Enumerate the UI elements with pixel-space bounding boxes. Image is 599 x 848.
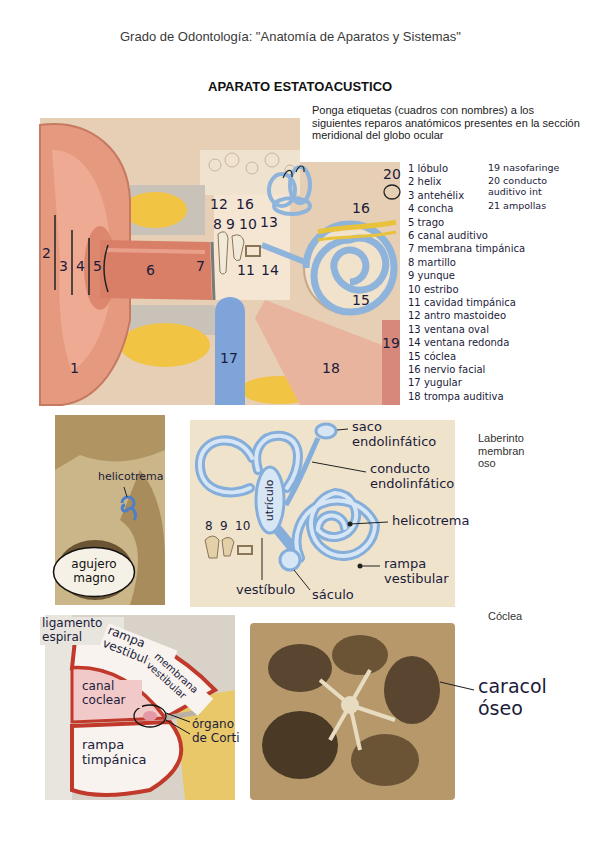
answer-item: 3 antehélix [408,190,464,202]
callout-number: 8 [205,520,213,534]
bony-cochlea-photo [250,623,474,800]
answer-item: 17 yugular [408,377,462,389]
callout-number: 10 [235,520,250,534]
structure-label: utrículo [264,479,277,521]
callout-number: 8 [213,216,222,232]
answer-item: 21 ampollas [488,201,583,212]
answer-item: 4 concha [408,203,453,215]
answer-item: 8 martillo [408,257,456,269]
answer-item: 16 nervio facial [408,364,485,376]
answer-item: 15 cóclea [408,351,456,363]
callout-number: 2 [42,245,51,261]
answer-item: 20 conducto auditivo int [488,176,570,198]
structure-label: caracol óseo [478,676,560,720]
answer-item: 10 estribo [408,284,459,296]
ear-section [40,118,400,405]
callout-number: 3 [59,258,68,274]
callout-number: 4 [76,258,85,274]
answer-item: 7 membrana timpánica [408,243,525,255]
callout-number: 9 [220,520,228,534]
structure-label: rampa timpánica [80,738,159,768]
structure-label: helicotrema [392,514,469,529]
structure-label: rampa vestibular [384,557,464,587]
callout-number: 7 [196,258,205,274]
structure-label: vestíbulo [236,583,295,598]
callout-number: 15 [352,292,370,308]
structure-label: sáculo [312,588,354,603]
callout-number: 10 [239,216,257,232]
callout-number: 18 [322,360,340,376]
answer-item: 14 ventana redonda [408,337,509,349]
answer-item: 2 helix [408,176,442,188]
section-label: Cóclea [488,610,522,623]
answer-item: 11 cavidad timpánica [408,297,516,309]
callout-number: 12 [210,196,228,212]
callout-number: 5 [93,258,102,274]
circled-label: agujero magno [52,546,136,598]
answer-item: 9 yunque [408,270,455,282]
callout-number: 19 [382,335,400,351]
answer-item: 18 trompa auditiva [408,391,504,403]
structure-label: conducto endolinfático [370,462,472,492]
structure-label: helicotrema [98,471,163,484]
instruction-text: Ponga etiquetas (cuadros con nombres) a … [312,104,584,142]
structure-label: saco endolinfático [352,420,458,450]
answer-item: 19 nasofaringe [488,163,583,174]
callout-number: 20 [383,166,401,182]
answer-item: 5 trago [408,217,444,229]
answer-item: 12 antro mastoideo [408,310,506,322]
section-label: Laberinto membran oso [478,432,540,470]
page-title: APARATO ESTATOACUSTICO [208,80,392,95]
answer-item: 1 lóbulo [408,163,448,175]
node-text: agujero magno [66,558,122,586]
callout-number: 1 [70,360,79,376]
callout-number: 13 [260,214,278,230]
answer-item: 6 canal auditivo [408,230,488,242]
callout-number: 6 [146,262,155,278]
structure-label: canal coclear [80,680,142,708]
page-header: Grado de Odontología: "Anatomía de Apara… [120,30,461,45]
callout-number: 9 [226,216,235,232]
callout-number: 14 [261,262,279,278]
callout-number: 11 [237,262,255,278]
answer-item: 13 ventana oval [408,324,489,336]
callout-number: 17 [220,350,238,366]
callout-number: 16 [236,196,254,212]
structure-label: órgano de Corti [192,718,250,746]
callout-number: 16 [352,200,370,216]
structure-label: membrana vestibular [143,649,213,716]
